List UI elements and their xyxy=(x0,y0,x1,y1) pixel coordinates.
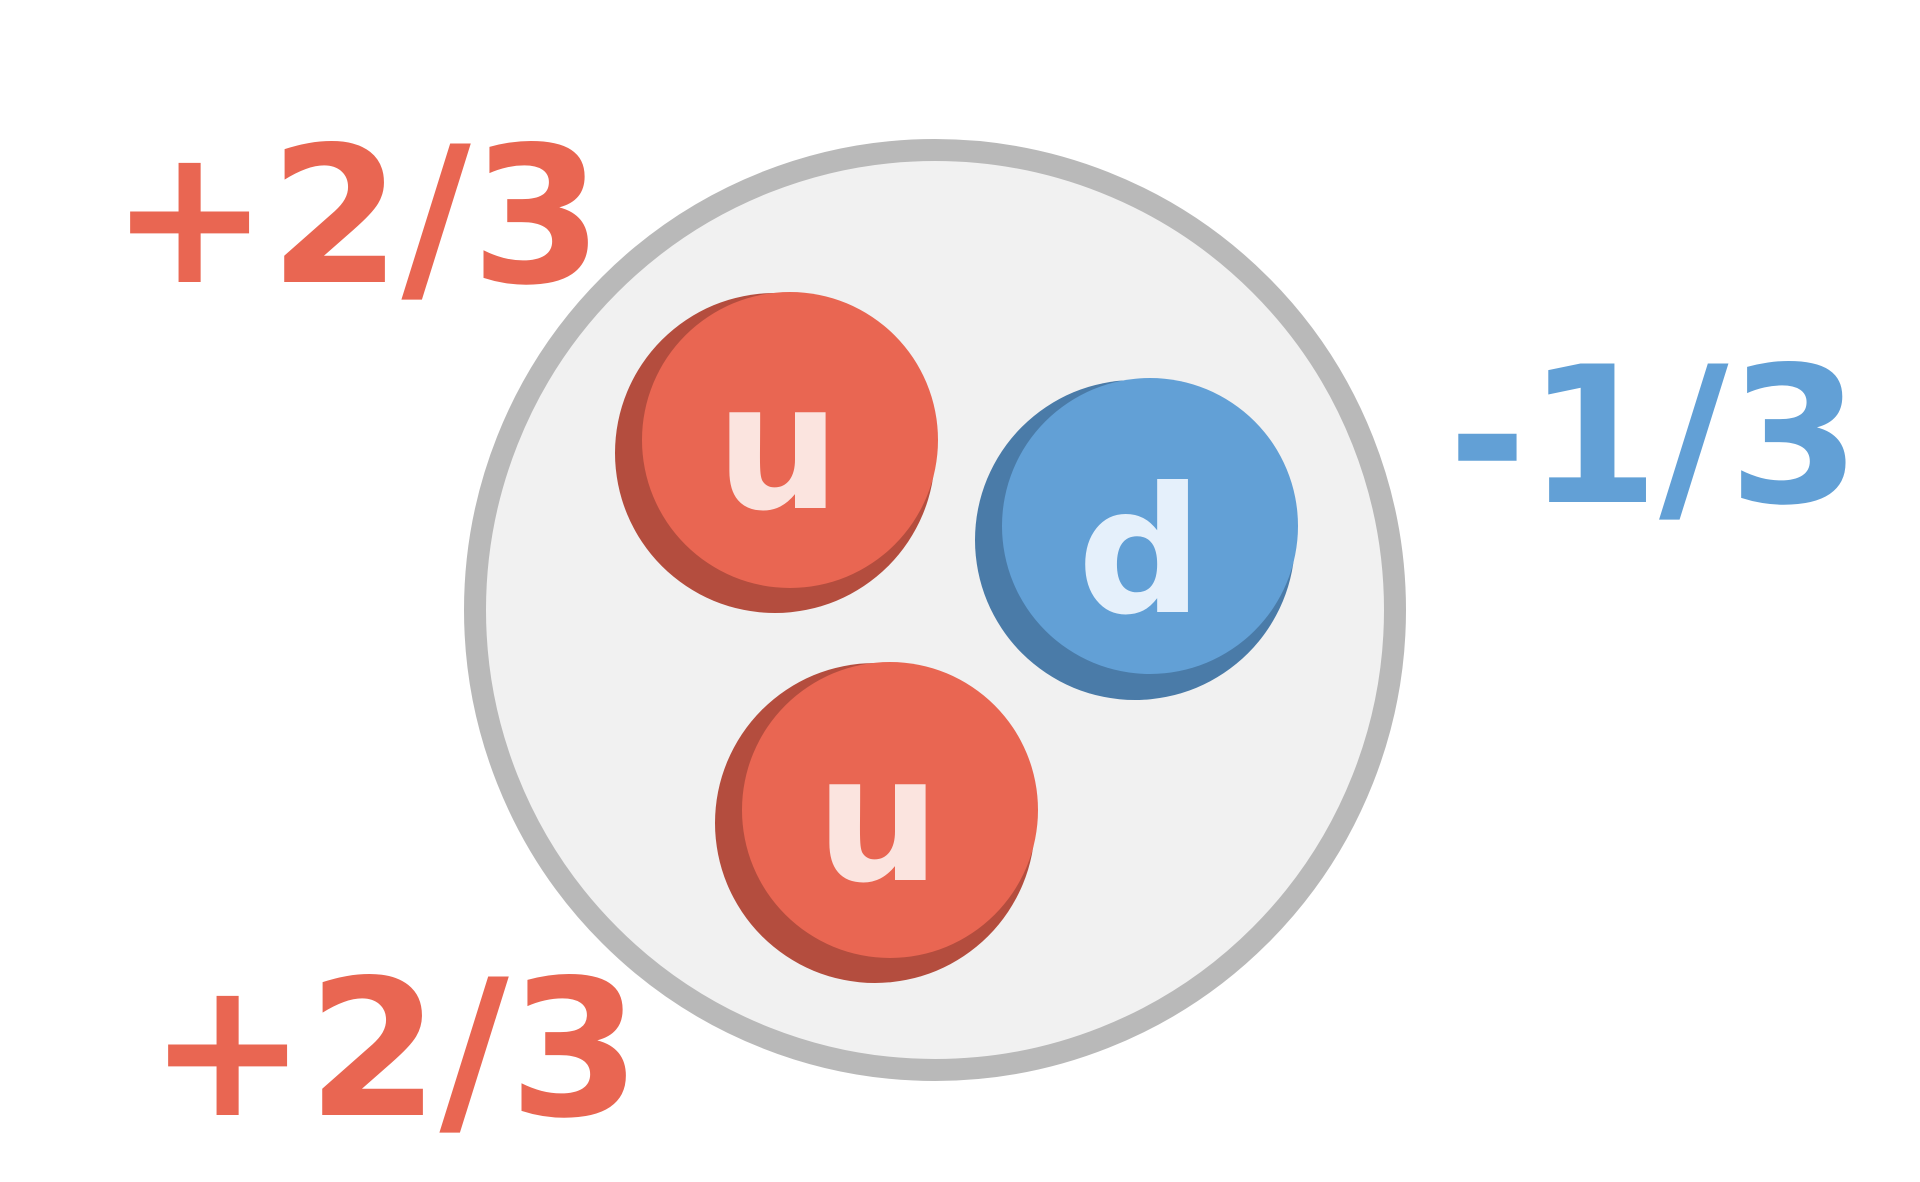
down-quark-letter: d xyxy=(1077,451,1202,654)
up-quark-bottom-body xyxy=(742,662,1038,958)
down-quark: d xyxy=(975,378,1298,700)
up-quark-bottom: u xyxy=(715,662,1038,983)
charge-label-down: -1/3 xyxy=(1448,326,1861,547)
down-quark-body xyxy=(1002,378,1298,674)
up-quark-top-letter: u xyxy=(716,347,841,550)
charge-label-up-bottom: +2/3 xyxy=(148,939,641,1160)
up-quark-top-body xyxy=(642,292,938,588)
up-quark-bottom-letter: u xyxy=(816,719,941,922)
up-quark-top: u xyxy=(615,292,938,613)
charge-label-up-top: +2/3 xyxy=(110,106,603,327)
